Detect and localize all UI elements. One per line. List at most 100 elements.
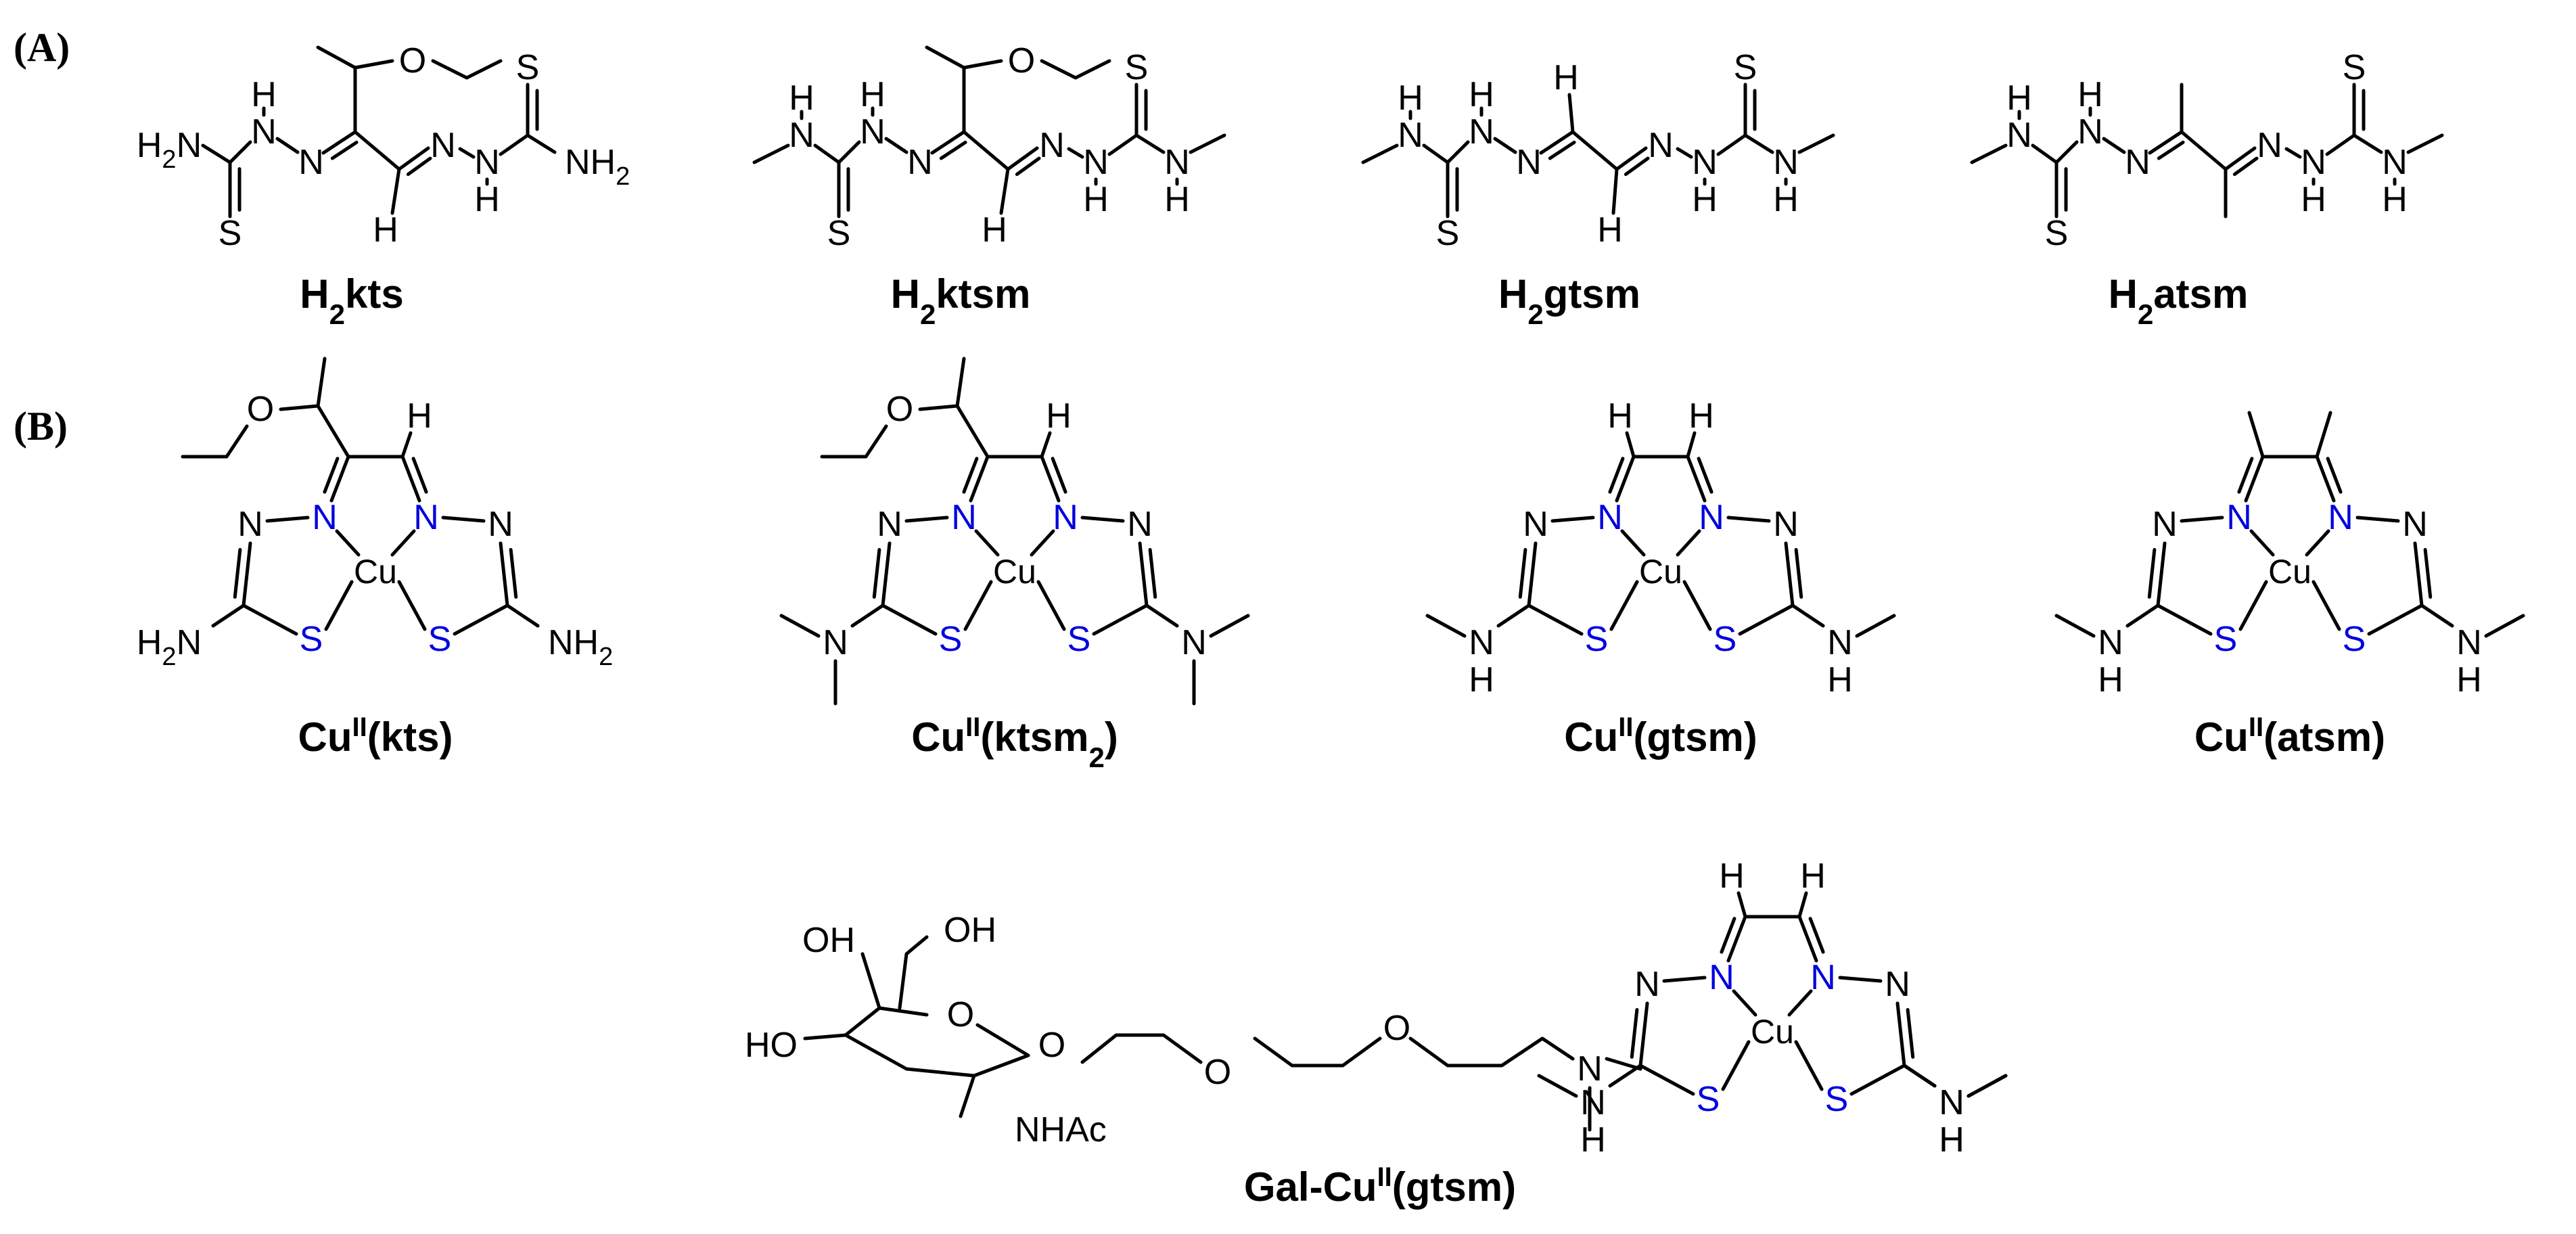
bond (324, 580, 354, 631)
methyl-bond (925, 45, 966, 70)
methyl-bond (1797, 133, 1835, 154)
methylamino-n-right: N (1939, 1083, 1964, 1122)
complex-name-4: Gal-CuII(gtsm) (1244, 1162, 1516, 1210)
bond-double (1808, 917, 1825, 954)
acetamido-group: NHAc (1015, 1110, 1107, 1149)
methylamino-h-right: H (1939, 1120, 1964, 1160)
bond (201, 143, 232, 164)
complex-name-2-part: II (1618, 712, 1633, 742)
thione-s-right: S (516, 48, 540, 87)
hydrazine-h-right: H (474, 180, 500, 219)
methylamino-n-left: N (1469, 623, 1494, 662)
bond (390, 529, 416, 557)
bond (898, 935, 929, 1010)
bond (329, 455, 350, 503)
bond-double (872, 548, 881, 599)
bond (353, 59, 394, 70)
terminal-n-left: N (1398, 116, 1423, 155)
complex-name-1-part: (ktsm (980, 714, 1088, 760)
bond (813, 143, 841, 164)
bond (1605, 1057, 1642, 1071)
hydrazine-n-left: N (2077, 112, 2103, 152)
terminal-n-right: N (1164, 143, 1190, 182)
hydrazone-n-left: N (1523, 505, 1548, 544)
bond (1496, 603, 1531, 628)
bond (803, 1033, 848, 1041)
peg-o-2: O (1204, 1053, 1231, 1092)
bond-double (411, 457, 428, 494)
complex-name-1: CuII(ktsm2) (911, 712, 1118, 773)
dimethyl-n-left: N (823, 623, 848, 662)
bond (1006, 146, 1039, 171)
bond (397, 146, 430, 171)
bond (1040, 431, 1052, 459)
bond (1615, 146, 1648, 171)
bond (837, 140, 861, 164)
bond (1895, 1001, 1906, 1068)
methine-h-left: H (1553, 58, 1579, 97)
bond-double (1720, 917, 1736, 954)
terminal-amine-right: NH2 (565, 143, 630, 191)
bond (316, 404, 350, 459)
complex-name-4-part: II (1377, 1162, 1392, 1192)
bond (2156, 541, 2167, 608)
bond (2352, 133, 2383, 154)
methyl-bond (1967, 1074, 2008, 1098)
complex-name-4-part: Gal-Cu (1244, 1164, 1377, 1210)
complex-name-3-part: Cu (2194, 714, 2249, 760)
ligand-name-2-part: H (1498, 271, 1527, 317)
bond (918, 404, 959, 411)
bond (1550, 516, 1595, 523)
hydrazine-n-left: N (251, 112, 277, 152)
bond (904, 516, 949, 523)
methyl-bond (1425, 614, 1467, 638)
hydrazine-h-right: H (2301, 180, 2326, 219)
complex-name-4-part: (gtsm) (1392, 1164, 1516, 1210)
terminal-amine-right-part: NH (565, 143, 616, 182)
hydrazone-n-right: N (1773, 505, 1799, 544)
bond (453, 603, 509, 636)
methyl-bond (955, 357, 966, 408)
terminal-n-left: N (2006, 116, 2032, 155)
bond (1682, 580, 1712, 631)
hydrazone-n-left: N (1634, 965, 1660, 1004)
bond (1092, 603, 1149, 636)
methylamino-h-left: H (1469, 660, 1494, 700)
terminal-amine-right-part: 2 (599, 643, 613, 671)
hydrazone-n-right: N (1885, 965, 1910, 1004)
ether-o: O (247, 390, 274, 429)
peg-o-3: O (1383, 1009, 1410, 1048)
bond (279, 404, 320, 411)
bond (2325, 133, 2356, 156)
bond-double (2232, 156, 2259, 177)
bond (242, 541, 252, 608)
bond (1726, 915, 1747, 963)
bond (2284, 147, 2302, 159)
methyl-bond (1537, 1074, 1578, 1098)
bond (2031, 143, 2058, 164)
coord-s-left: S (300, 620, 323, 659)
coord-n-left: N (312, 498, 338, 537)
bond (1527, 603, 1584, 636)
bond (2367, 603, 2424, 636)
panel-label-b: (B) (14, 404, 68, 449)
bond (211, 603, 246, 628)
bond-double (2326, 457, 2343, 494)
bond-double (1518, 548, 1527, 599)
peg-bond (1080, 1033, 1203, 1064)
peg-bond (1408, 1036, 1575, 1068)
bond-double (2147, 548, 2157, 599)
hydrazone-n-left: N (2152, 505, 2178, 544)
methylamino-n-right: N (1827, 623, 1853, 662)
bond (1662, 976, 1707, 983)
imine-n-left: N (907, 143, 933, 182)
bond (969, 455, 990, 503)
bond (1787, 989, 1813, 1017)
ether-o: O (1008, 41, 1035, 81)
bond (1686, 431, 1697, 459)
complex-name-2-part: Cu (1564, 714, 1618, 760)
coord-s-right: S (428, 620, 452, 659)
methine-h: H (1046, 396, 1072, 436)
terminal-h-right: H (1773, 180, 1799, 219)
methine-h-right: H (1688, 396, 1714, 436)
